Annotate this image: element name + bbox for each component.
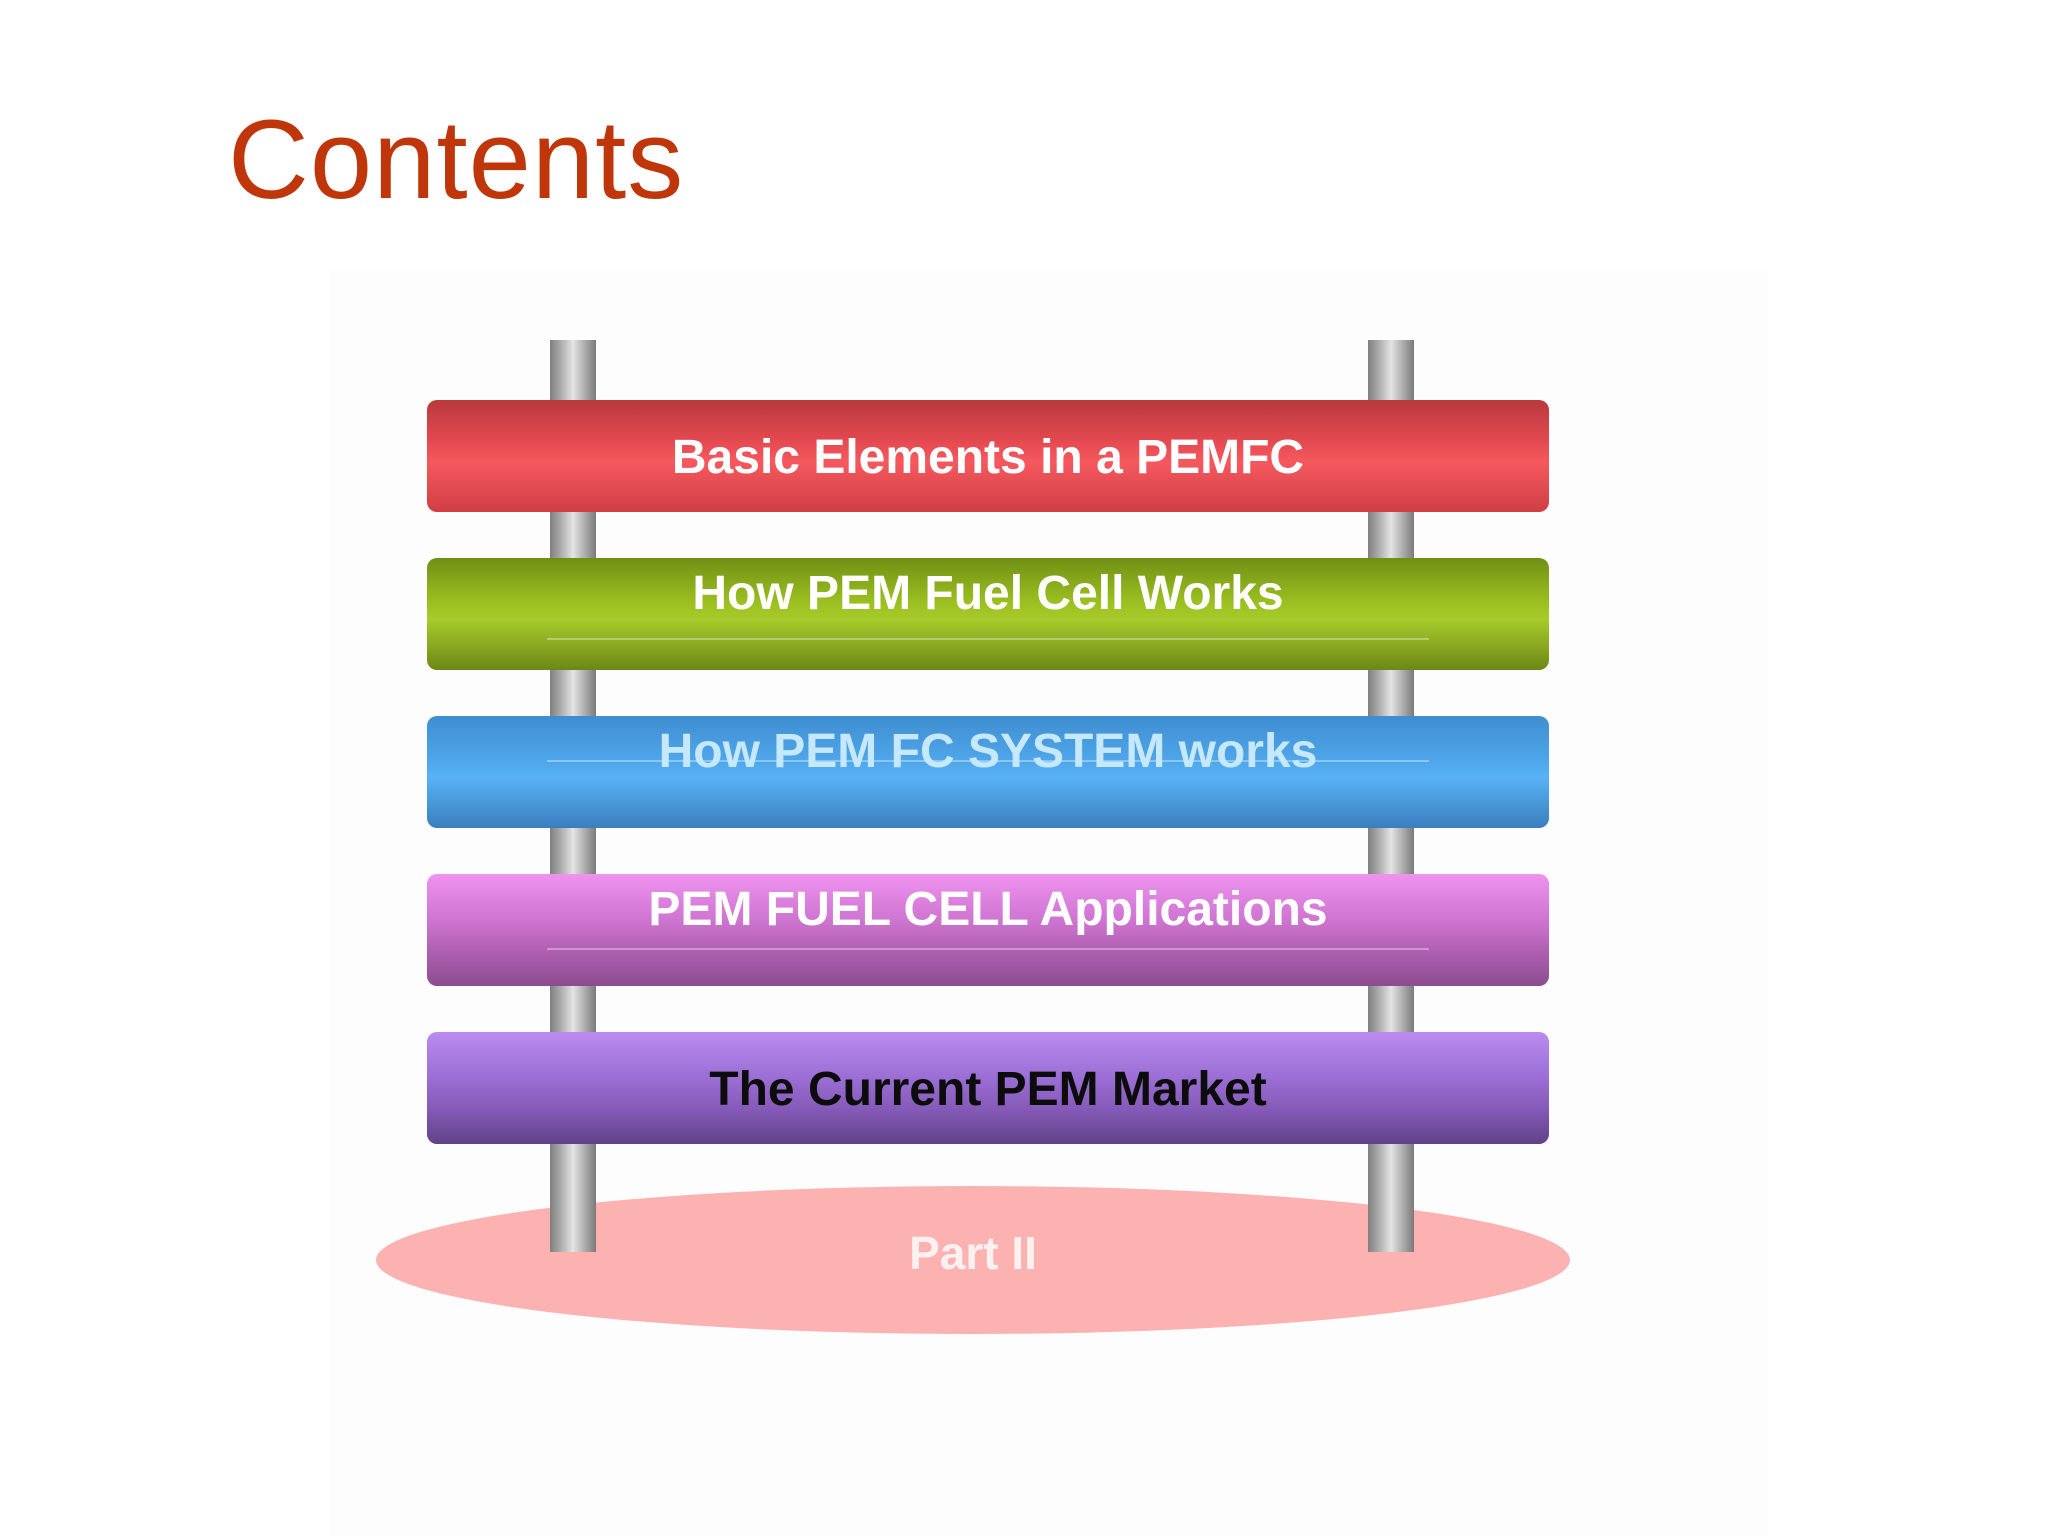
bar-label: Basic Elements in a PEMFC	[671, 431, 1305, 484]
contents-bar-market: The Current PEM Market	[427, 1032, 1549, 1144]
contents-bar-basic-elements: Basic Elements in a PEMFC	[427, 400, 1549, 512]
bar-label: The Current PEM Market	[709, 1063, 1267, 1116]
slide-title: Contents	[228, 97, 685, 222]
bar-sheen	[547, 638, 1429, 640]
bar-label: PEM FUEL CELL Applications	[648, 883, 1328, 936]
bar-sheen	[547, 760, 1429, 762]
base-label: Part II	[909, 1227, 1037, 1279]
bar-sheen	[547, 948, 1429, 950]
contents-bar-fc-system: How PEM FC SYSTEM works	[427, 716, 1549, 828]
bar-label: How PEM FC SYSTEM works	[658, 725, 1318, 778]
contents-bar-applications: PEM FUEL CELL Applications	[427, 874, 1549, 986]
contents-bar-how-pem-works: How PEM Fuel Cell Works	[427, 558, 1549, 670]
bar-label: How PEM Fuel Cell Works	[692, 567, 1284, 620]
